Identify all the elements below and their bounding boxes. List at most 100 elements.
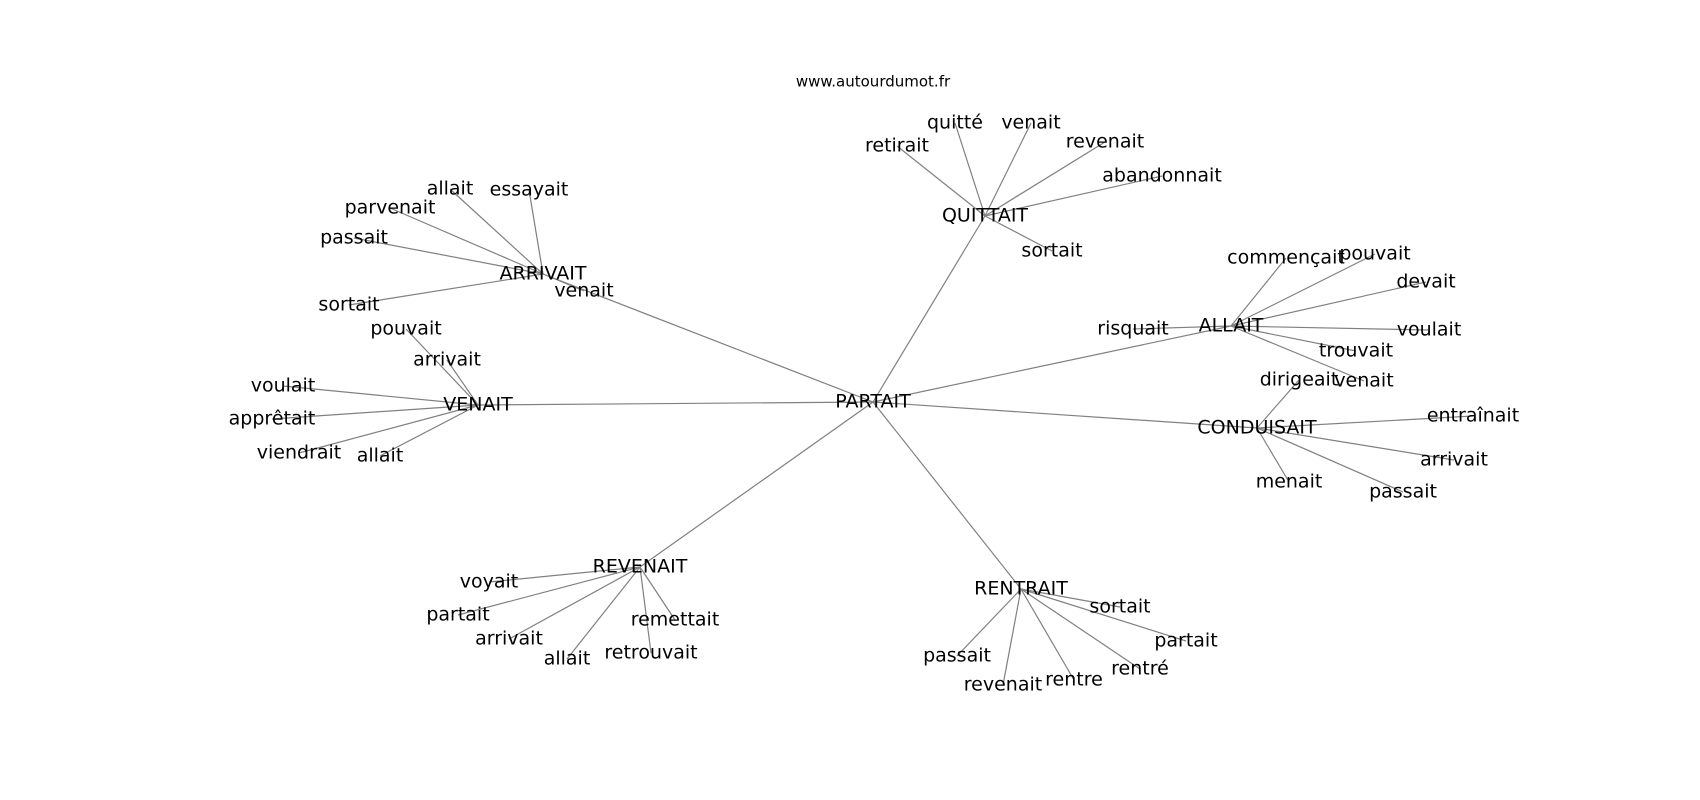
edge-center-to-quittait	[872, 215, 986, 403]
related-word: partait	[426, 604, 489, 626]
related-word: voulait	[251, 375, 316, 397]
related-word: abandonnait	[1102, 165, 1222, 187]
related-word: trouvait	[1319, 340, 1393, 362]
related-word: rentre	[1045, 669, 1103, 691]
hub-word: ARRIVAIT	[500, 263, 587, 285]
edge-revenait-leaf	[566, 566, 641, 660]
edge-venait-leaf	[282, 385, 479, 406]
related-word: essayait	[490, 179, 569, 201]
edge-venait-leaf	[271, 404, 479, 420]
edge-venait-leaf	[379, 404, 479, 457]
edge-arrivait-leaf	[389, 207, 544, 275]
edge-revenait-leaf	[639, 566, 676, 621]
edge-center-to-allait	[872, 325, 1232, 403]
edge-conduisait-leaf	[1256, 427, 1404, 493]
edge-arrivait-leaf	[528, 189, 544, 275]
edge-rentrait-leaf	[956, 588, 1022, 657]
related-word: pouvait	[1339, 243, 1410, 265]
edge-venait-leaf	[446, 359, 479, 406]
related-word: menait	[1256, 471, 1323, 493]
edge-arrivait-leaf	[542, 273, 585, 292]
edge-quittait-leaf	[954, 122, 986, 217]
related-word: allait	[544, 648, 591, 670]
related-word: voulait	[1397, 319, 1462, 341]
related-word: entraînait	[1427, 405, 1519, 427]
edge-conduisait-leaf	[1256, 379, 1300, 429]
related-word: arrivait	[413, 349, 481, 371]
center-word: PARTAIT	[835, 391, 911, 413]
related-word: allait	[357, 445, 404, 467]
edge-center-to-venait	[477, 401, 874, 406]
hub-word: CONDUISAIT	[1197, 417, 1317, 439]
edge-revenait-leaf	[639, 566, 652, 654]
edge-center-to-conduisait	[872, 401, 1258, 429]
related-word: allait	[427, 178, 474, 200]
related-word: retirait	[865, 135, 929, 157]
site-watermark: www.autourdumot.fr	[796, 73, 951, 91]
hub-word: REVENAIT	[593, 556, 688, 578]
edge-quittait-leaf	[984, 141, 1106, 217]
edge-conduisait-leaf	[1256, 427, 1290, 483]
edge-allait-leaf	[1230, 325, 1430, 331]
related-word: revenait	[1066, 131, 1144, 153]
edge-allait-leaf	[1230, 325, 1365, 382]
edge-quittait-leaf	[896, 145, 986, 217]
hub-word: VENAIT	[443, 394, 513, 416]
edge-allait-leaf	[1230, 325, 1357, 352]
related-word: pouvait	[370, 318, 441, 340]
related-word: arrivait	[475, 628, 543, 650]
edge-revenait-leaf	[457, 566, 641, 616]
related-word: passait	[320, 227, 388, 249]
related-word: venait	[1001, 112, 1060, 134]
graph-labels: www.autourdumot.fr PARTAIT retiraitquitt…	[229, 73, 1520, 696]
graph-edges	[271, 122, 1474, 686]
edge-rentrait-leaf	[1020, 588, 1187, 642]
hub-word: RENTRAIT	[974, 578, 1068, 600]
related-word: venait	[1334, 370, 1393, 392]
hub-word: QUITTAIT	[942, 205, 1028, 227]
hub-word: ALLAIT	[1199, 315, 1264, 337]
edge-revenait-leaf	[508, 566, 641, 640]
edge-rentrait-leaf	[1020, 588, 1075, 681]
edge-center-to-rentrait	[872, 401, 1022, 590]
edge-revenait-leaf	[488, 566, 641, 583]
related-word: voyait	[460, 571, 518, 593]
related-word: partait	[1154, 630, 1217, 652]
edge-quittait-leaf	[984, 215, 1053, 252]
related-word: retrouvait	[604, 642, 697, 664]
related-word: sortait	[1089, 596, 1150, 618]
edge-allait-leaf	[1230, 281, 1427, 327]
edge-center-to-arrivait	[542, 273, 874, 403]
edge-arrivait-leaf	[449, 188, 544, 275]
related-word: dirigeait	[1260, 369, 1339, 391]
edge-arrivait-leaf	[353, 237, 544, 275]
related-word: passait	[923, 645, 991, 667]
related-word: arrivait	[1420, 449, 1488, 471]
related-word: remettait	[631, 609, 720, 631]
related-word: viendrait	[257, 442, 342, 464]
edge-arrivait-leaf	[348, 273, 544, 306]
edge-conduisait-leaf	[1256, 415, 1474, 429]
edge-venait-leaf	[298, 404, 479, 454]
edge-allait-leaf	[1230, 257, 1287, 327]
edge-venait-leaf	[405, 328, 479, 406]
related-word: apprêtait	[229, 408, 316, 430]
related-word: sortait	[1021, 240, 1082, 262]
related-word: sortait	[318, 294, 379, 316]
edge-rentrait-leaf	[1002, 588, 1022, 686]
edge-conduisait-leaf	[1256, 427, 1455, 461]
edge-allait-leaf	[1230, 253, 1376, 327]
related-word: passait	[1369, 481, 1437, 503]
related-word: revenait	[964, 674, 1042, 696]
related-word: devait	[1396, 271, 1455, 293]
edge-rentrait-leaf	[1020, 588, 1121, 608]
edge-center-to-revenait	[639, 401, 874, 568]
related-word: rentré	[1111, 658, 1169, 680]
related-word: venait	[554, 280, 613, 302]
related-word: parvenait	[345, 197, 436, 219]
edge-rentrait-leaf	[1020, 588, 1141, 670]
related-word: risquait	[1097, 318, 1168, 340]
related-word: quitté	[927, 112, 983, 134]
edge-allait-leaf	[1132, 325, 1232, 330]
related-word: commençait	[1227, 247, 1345, 269]
